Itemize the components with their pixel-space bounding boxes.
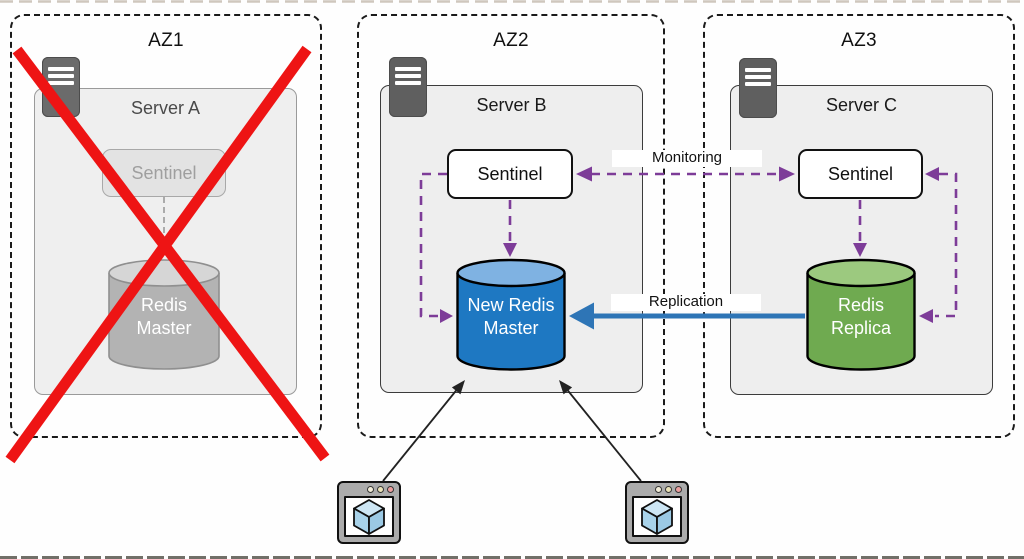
- redis-master-failed-cylinder: Redis Master: [107, 258, 221, 372]
- az2-zone-box: AZ2: [357, 14, 665, 438]
- server-icon: [42, 57, 80, 117]
- monitoring-edge-label: Monitoring: [612, 149, 762, 167]
- sentinel-b-label: Sentinel: [477, 163, 543, 184]
- window-dot: [675, 486, 682, 493]
- server-c-label: Server C: [825, 95, 897, 115]
- sentinel-b-box: Sentinel: [447, 149, 573, 199]
- window-titlebar: [339, 483, 399, 496]
- window-dot: [367, 486, 374, 493]
- redis-replica-cylinder: Redis Replica: [805, 258, 917, 373]
- sentinel-c-label: Sentinel: [827, 163, 894, 184]
- window-body: [632, 496, 682, 537]
- az1-label: AZ1: [148, 30, 184, 51]
- redis-master-failed-text: Redis Master: [136, 295, 192, 338]
- az3-zone-box: AZ3: [703, 14, 1015, 438]
- server-icon: [739, 58, 777, 118]
- az2-label: AZ2: [493, 30, 529, 51]
- replication-edge-label: Replication: [611, 293, 761, 311]
- cube-icon: [641, 498, 673, 535]
- window-titlebar: [627, 483, 687, 496]
- az3-label: AZ3: [841, 30, 877, 51]
- sentinel-a-label: Sentinel: [131, 162, 197, 183]
- database-cylinder-icon: [806, 258, 916, 371]
- sentinel-a-box: Sentinel: [102, 149, 226, 197]
- window-dot: [655, 486, 662, 493]
- cube-icon: [353, 498, 385, 535]
- window-body: [344, 496, 394, 537]
- client-app-icon: [625, 481, 689, 544]
- new-redis-master-text: New Redis Master: [467, 295, 555, 338]
- sentinel-c-box: Sentinel: [798, 149, 923, 199]
- window-dot: [387, 486, 394, 493]
- server-icon: [389, 57, 427, 117]
- window-dot: [377, 486, 384, 493]
- window-dot: [665, 486, 672, 493]
- redis-replica-text: Redis Replica: [830, 295, 892, 338]
- client-app-icon: [337, 481, 401, 544]
- database-cylinder-icon: [456, 258, 566, 371]
- new-redis-master-cylinder: New Redis Master: [455, 258, 567, 373]
- server-b-label: Server B: [476, 95, 547, 115]
